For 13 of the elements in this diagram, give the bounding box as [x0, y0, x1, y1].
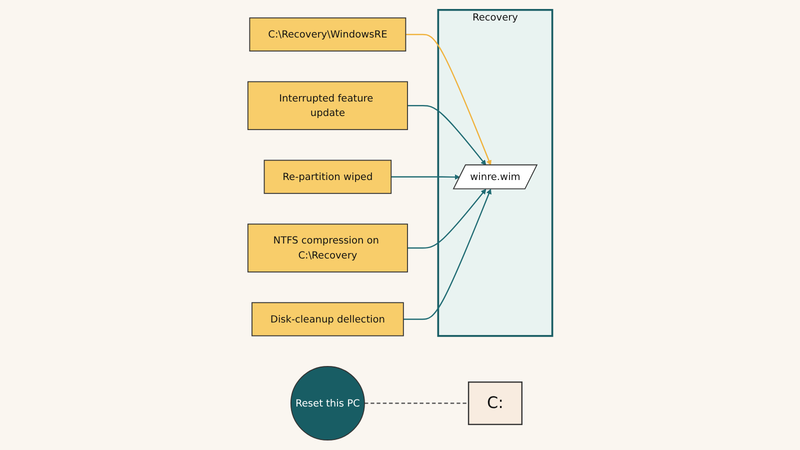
connector: [364, 402, 468, 404]
arrow: [407, 188, 486, 249]
node-box: Re-partition wiped: [264, 160, 392, 194]
node-box: C:\Recovery\WindowsRE: [249, 17, 406, 52]
node-box: NTFS compression on C:\Recovery: [247, 224, 408, 272]
arrow: [391, 174, 460, 180]
arrow: [406, 34, 492, 166]
arrow: [407, 105, 486, 166]
node-circle: Reset this PC: [290, 366, 365, 441]
node-box: Interrupted feature update: [247, 81, 408, 130]
node-box: C:: [468, 382, 522, 426]
node-box: Disk-cleanup dellection: [251, 302, 404, 336]
arrow: [403, 188, 492, 320]
